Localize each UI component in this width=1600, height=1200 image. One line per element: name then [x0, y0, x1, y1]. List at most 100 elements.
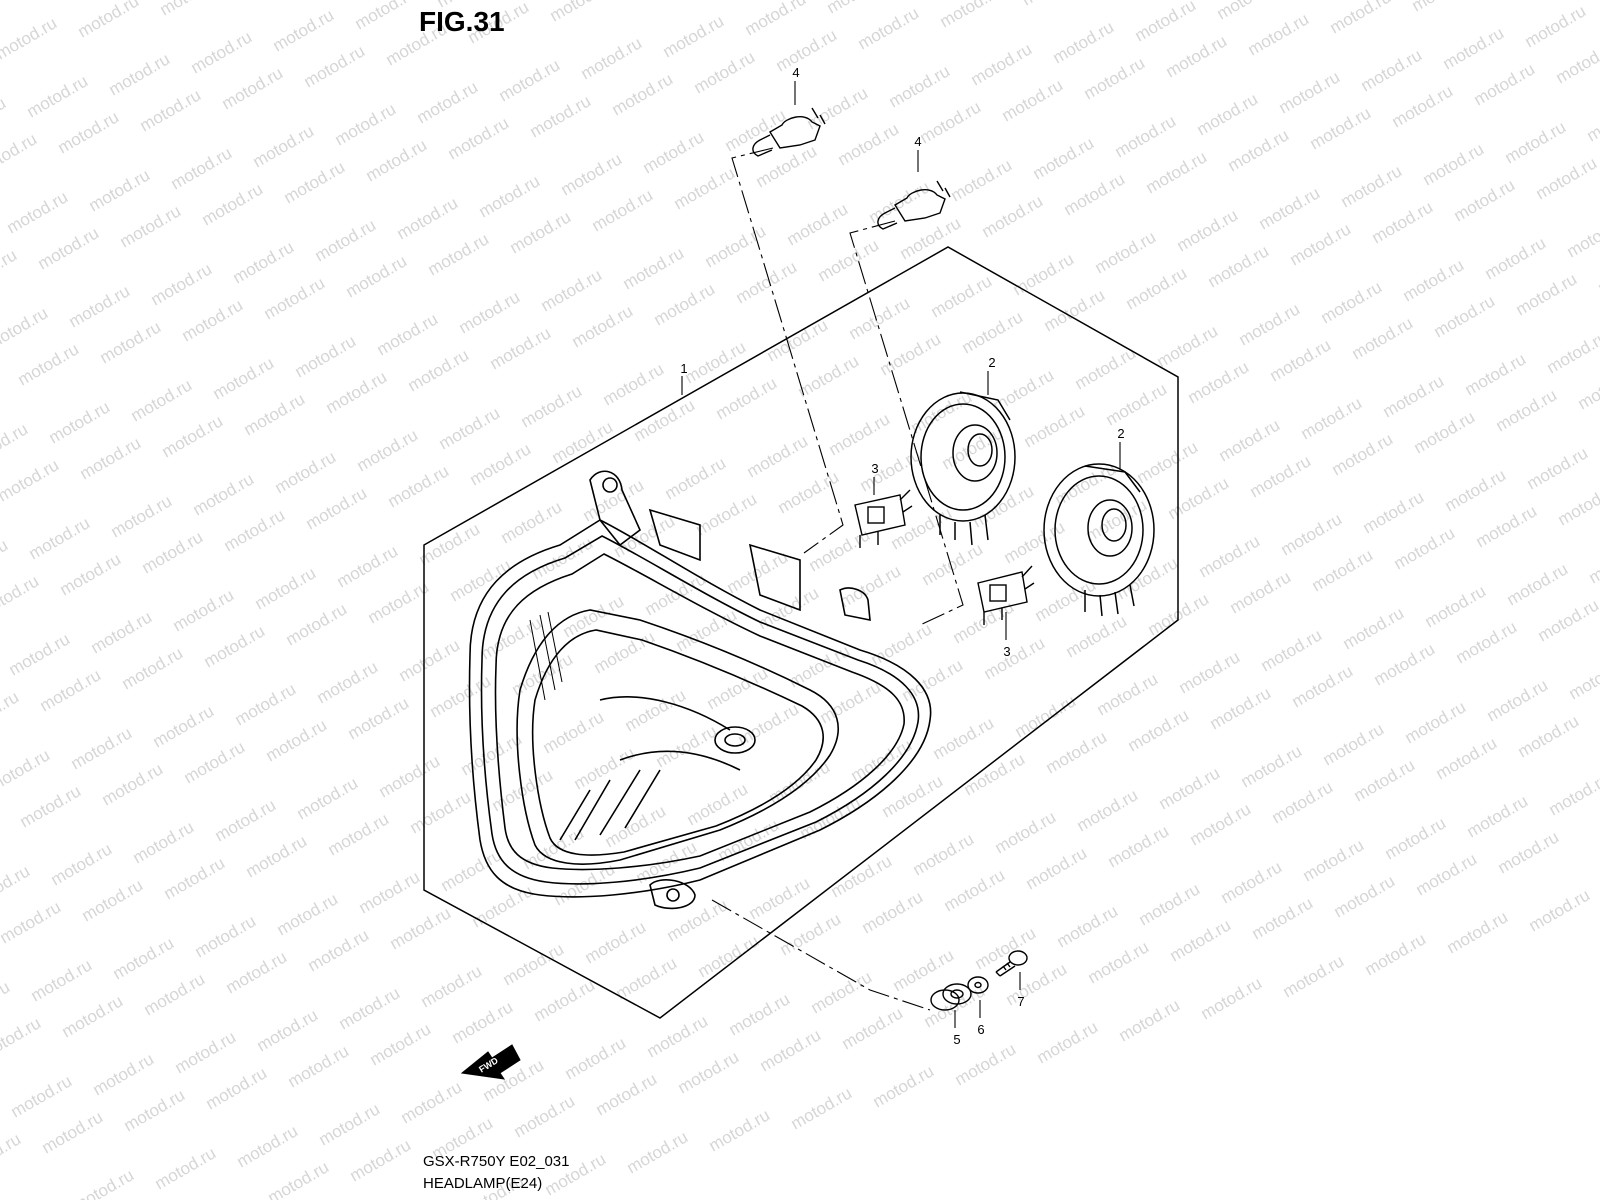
bulb-socket-lower: [977, 565, 1035, 625]
watermark-text: motod.ru: [363, 135, 431, 185]
watermark-text: motod.ru: [1092, 227, 1160, 277]
watermark-text: motod.ru: [1112, 111, 1180, 161]
watermark-text: motod.ru: [345, 693, 413, 743]
watermark-text: motod.ru: [1535, 595, 1600, 645]
watermark-text: motod.ru: [629, 0, 697, 3]
watermark-text: motod.ru: [808, 967, 876, 1017]
watermark-text: motod.ru: [1340, 603, 1408, 653]
watermark-text: motod.ru: [88, 607, 156, 657]
watermark-text: motod.ru: [815, 235, 883, 285]
watermark-text: motod.ru: [1074, 785, 1142, 835]
watermark-text: motod.ru: [1196, 531, 1264, 581]
watermark-text: motod.ru: [846, 293, 914, 343]
watermark-text: motod.ru: [1564, 211, 1600, 261]
watermark-text: motod.ru: [1502, 117, 1570, 167]
model-code: GSX-R750Y E02_031: [423, 1153, 570, 1170]
watermark-text: motod.ru: [788, 1083, 856, 1133]
watermark-text: motod.ru: [757, 1025, 825, 1075]
watermark-text: motod.ru: [1584, 95, 1600, 145]
watermark-text: motod.ru: [1595, 247, 1600, 297]
watermark-text: motod.ru: [141, 969, 209, 1019]
watermark-text: motod.ru: [611, 511, 679, 561]
watermark-text: motod.ru: [192, 911, 260, 961]
watermark-text: motod.ru: [706, 1105, 774, 1155]
watermark-text: motod.ru: [910, 829, 978, 879]
bulb-lower: [877, 180, 951, 230]
callout-labels: 1 2 2 3 3 4 4 5 6 7: [680, 65, 1124, 1047]
watermark-text: motod.ru: [1289, 661, 1357, 711]
watermark-text: motod.ru: [26, 513, 94, 563]
watermark-text: motod.ru: [899, 655, 967, 705]
watermark-text: motod.ru: [1083, 495, 1151, 545]
watermark-text: motod.ru: [199, 179, 267, 229]
watermark-text: motod.ru: [0, 419, 31, 469]
watermark-text: motod.ru: [0, 861, 33, 911]
watermark-text: motod.ru: [201, 621, 269, 671]
watermark-text: motod.ru: [343, 251, 411, 301]
watermark-text: motod.ru: [839, 1003, 907, 1053]
watermark-text: motod.ru: [323, 367, 391, 417]
watermark-text: motod.ru: [1143, 147, 1211, 197]
watermark-text: motod.ru: [0, 803, 2, 853]
watermark-text: motod.ru: [170, 585, 238, 635]
watermark-text: motod.ru: [1034, 1017, 1102, 1067]
watermark-text: motod.ru: [1402, 697, 1470, 747]
watermark-text: motod.ru: [86, 165, 154, 215]
watermark-text: motod.ru: [613, 953, 681, 1003]
watermark-text: motod.ru: [316, 1099, 384, 1149]
watermark-text: motod.ru: [1380, 371, 1448, 421]
watermark-text: motod.ru: [223, 947, 291, 997]
bulb-socket-upper: [854, 489, 913, 548]
watermark-text: motod.ru: [498, 497, 566, 547]
watermark-text: motod.ru: [272, 447, 340, 497]
watermark-text: motod.ru: [1533, 153, 1600, 203]
watermark-text: motod.ru: [968, 39, 1036, 89]
watermark-text: motod.ru: [908, 387, 976, 437]
watermark-text: motod.ru: [394, 193, 462, 243]
callout-6: 6: [977, 1022, 984, 1037]
watermark-text: motod.ru: [948, 155, 1016, 205]
watermark-text: motod.ru: [467, 439, 535, 489]
watermark-text: motod.ru: [742, 0, 810, 39]
watermark-text: motod.ru: [859, 887, 927, 937]
watermark-text: motod.ru: [1238, 741, 1306, 791]
watermark-text: motod.ru: [117, 201, 185, 251]
watermark-text: motod.ru: [999, 75, 1067, 125]
watermark-text: motod.ru: [1524, 443, 1592, 493]
callout-3-lower: 3: [1003, 644, 1010, 659]
watermark-text: motod.ru: [518, 381, 586, 431]
watermark-text: motod.ru: [527, 91, 595, 141]
watermark-text: motod.ru: [784, 199, 852, 249]
watermark-text: motod.ru: [281, 157, 349, 207]
watermark-text: motod.ru: [243, 831, 311, 881]
watermark-text: motod.ru: [352, 0, 420, 33]
watermark-text: motod.ru: [312, 215, 380, 265]
watermark-text: motod.ru: [496, 55, 564, 105]
watermark-text: motod.ru: [75, 0, 143, 41]
watermark-text: motod.ru: [1298, 393, 1366, 443]
watermark-text: motod.ru: [106, 49, 174, 99]
watermark-text: motod.ru: [456, 287, 524, 337]
watermark-text: motod.ru: [294, 773, 362, 823]
callout-2-lower: 2: [1117, 426, 1124, 441]
watermark-text: motod.ru: [1358, 45, 1426, 95]
watermark-text: motod.ru: [1391, 523, 1459, 573]
watermark-text: motod.ru: [212, 795, 280, 845]
watermark-text: motod.ru: [487, 323, 555, 373]
watermark-text: motod.ru: [274, 889, 342, 939]
watermark-text: motod.ru: [219, 63, 287, 113]
watermark-text: motod.ru: [1167, 915, 1235, 965]
watermark-text: motod.ru: [609, 69, 677, 119]
watermark-text: motod.ru: [684, 779, 752, 829]
watermark-text: motod.ru: [1464, 791, 1532, 841]
watermark-text: motod.ru: [644, 1011, 712, 1061]
watermark-text: motod.ru: [405, 345, 473, 395]
watermark-text: motod.ru: [97, 317, 165, 367]
watermark-text: motod.ru: [0, 13, 60, 63]
watermark-text: motod.ru: [1054, 901, 1122, 951]
watermark-text: motod.ru: [1349, 313, 1417, 363]
watermark-text: motod.ru: [704, 663, 772, 713]
watermark-text: motod.ru: [1555, 479, 1600, 529]
watermark-text: motod.ru: [1331, 871, 1399, 921]
